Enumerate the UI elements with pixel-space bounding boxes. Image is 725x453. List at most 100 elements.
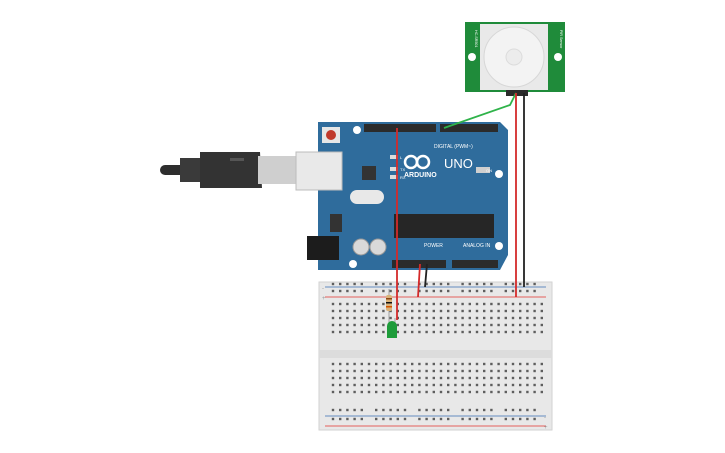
- resistor[interactable]: [386, 289, 392, 318]
- breadboard-hole[interactable]: [461, 289, 464, 293]
- breadboard-hole[interactable]: [540, 390, 543, 394]
- breadboard-hole[interactable]: [533, 408, 536, 412]
- breadboard-hole[interactable]: [360, 323, 363, 327]
- breadboard-hole[interactable]: [439, 408, 443, 412]
- breadboard-hole[interactable]: [490, 316, 493, 320]
- breadboard-hole[interactable]: [497, 390, 500, 394]
- breadboard-hole[interactable]: [490, 390, 493, 394]
- breadboard-hole[interactable]: [396, 323, 399, 327]
- breadboard-hole[interactable]: [389, 282, 392, 286]
- breadboard-hole[interactable]: [447, 309, 450, 313]
- breadboard-hole[interactable]: [439, 309, 443, 313]
- breadboard-hole[interactable]: [454, 302, 457, 306]
- breadboard-hole[interactable]: [403, 330, 407, 334]
- breadboard-hole[interactable]: [331, 408, 335, 412]
- breadboard-hole[interactable]: [519, 362, 522, 366]
- breadboard-hole[interactable]: [540, 376, 543, 380]
- breadboard-hole[interactable]: [540, 330, 543, 334]
- breadboard-hole[interactable]: [360, 330, 363, 334]
- breadboard-hole[interactable]: [475, 282, 479, 286]
- breadboard-hole[interactable]: [375, 362, 378, 366]
- breadboard-hole[interactable]: [346, 330, 349, 334]
- breadboard-hole[interactable]: [475, 289, 479, 293]
- breadboard-hole[interactable]: [339, 369, 342, 373]
- breadboard-hole[interactable]: [425, 330, 428, 334]
- breadboard-hole[interactable]: [353, 383, 356, 387]
- breadboard-hole[interactable]: [490, 302, 493, 306]
- breadboard-hole[interactable]: [475, 330, 479, 334]
- breadboard-hole[interactable]: [339, 383, 342, 387]
- breadboard-hole[interactable]: [526, 369, 529, 373]
- breadboard-hole[interactable]: [526, 408, 529, 412]
- breadboard-hole[interactable]: [367, 316, 371, 320]
- breadboard-hole[interactable]: [331, 302, 335, 306]
- breadboard-hole[interactable]: [389, 289, 392, 293]
- breadboard-hole[interactable]: [454, 390, 457, 394]
- breadboard-hole[interactable]: [483, 282, 486, 286]
- breadboard-hole[interactable]: [483, 289, 486, 293]
- breadboard-hole[interactable]: [454, 330, 457, 334]
- breadboard-hole[interactable]: [382, 289, 385, 293]
- breadboard-hole[interactable]: [367, 309, 371, 313]
- breadboard-hole[interactable]: [375, 408, 378, 412]
- breadboard-hole[interactable]: [490, 323, 493, 327]
- breadboard-hole[interactable]: [346, 369, 349, 373]
- breadboard-hole[interactable]: [432, 309, 435, 313]
- breadboard-hole[interactable]: [533, 376, 536, 380]
- breadboard-hole[interactable]: [511, 302, 515, 306]
- breadboard-hole[interactable]: [353, 417, 356, 421]
- breadboard-hole[interactable]: [519, 369, 522, 373]
- breadboard-hole[interactable]: [389, 362, 392, 366]
- breadboard-hole[interactable]: [425, 390, 428, 394]
- breadboard-hole[interactable]: [346, 302, 349, 306]
- breadboard-hole[interactable]: [519, 376, 522, 380]
- breadboard-hole[interactable]: [360, 289, 363, 293]
- breadboard-hole[interactable]: [504, 302, 507, 306]
- breadboard-hole[interactable]: [396, 383, 399, 387]
- breadboard-hole[interactable]: [375, 289, 378, 293]
- breadboard-hole[interactable]: [490, 330, 493, 334]
- breadboard-hole[interactable]: [367, 390, 371, 394]
- breadboard-hole[interactable]: [475, 383, 479, 387]
- breadboard-hole[interactable]: [475, 408, 479, 412]
- breadboard-hole[interactable]: [360, 376, 363, 380]
- breadboard[interactable]: + - + -: [318, 281, 553, 431]
- breadboard-hole[interactable]: [425, 408, 428, 412]
- breadboard-hole[interactable]: [418, 376, 421, 380]
- breadboard-hole[interactable]: [425, 369, 428, 373]
- breadboard-hole[interactable]: [540, 302, 543, 306]
- breadboard-hole[interactable]: [346, 408, 349, 412]
- breadboard-hole[interactable]: [526, 383, 529, 387]
- reset-button[interactable]: [326, 130, 336, 140]
- breadboard-hole[interactable]: [526, 282, 529, 286]
- breadboard-hole[interactable]: [418, 369, 421, 373]
- breadboard-hole[interactable]: [526, 362, 529, 366]
- breadboard-hole[interactable]: [439, 390, 443, 394]
- breadboard-hole[interactable]: [454, 376, 457, 380]
- breadboard-hole[interactable]: [425, 316, 428, 320]
- breadboard-hole[interactable]: [418, 408, 421, 412]
- breadboard-hole[interactable]: [418, 289, 421, 293]
- breadboard-hole[interactable]: [432, 316, 435, 320]
- breadboard-hole[interactable]: [511, 417, 515, 421]
- breadboard-hole[interactable]: [447, 316, 450, 320]
- breadboard-hole[interactable]: [382, 376, 385, 380]
- breadboard-hole[interactable]: [331, 282, 335, 286]
- breadboard-hole[interactable]: [331, 316, 335, 320]
- breadboard-hole[interactable]: [511, 330, 515, 334]
- breadboard-hole[interactable]: [432, 369, 435, 373]
- breadboard-hole[interactable]: [353, 316, 356, 320]
- breadboard-hole[interactable]: [504, 362, 507, 366]
- breadboard-hole[interactable]: [475, 362, 479, 366]
- breadboard-hole[interactable]: [418, 330, 421, 334]
- breadboard-hole[interactable]: [367, 302, 371, 306]
- breadboard-hole[interactable]: [519, 289, 522, 293]
- breadboard-hole[interactable]: [439, 323, 443, 327]
- breadboard-hole[interactable]: [411, 330, 414, 334]
- breadboard-hole[interactable]: [447, 369, 450, 373]
- breadboard-hole[interactable]: [432, 408, 435, 412]
- breadboard-hole[interactable]: [447, 282, 450, 286]
- breadboard-hole[interactable]: [346, 323, 349, 327]
- breadboard-hole[interactable]: [396, 369, 399, 373]
- breadboard-hole[interactable]: [375, 369, 378, 373]
